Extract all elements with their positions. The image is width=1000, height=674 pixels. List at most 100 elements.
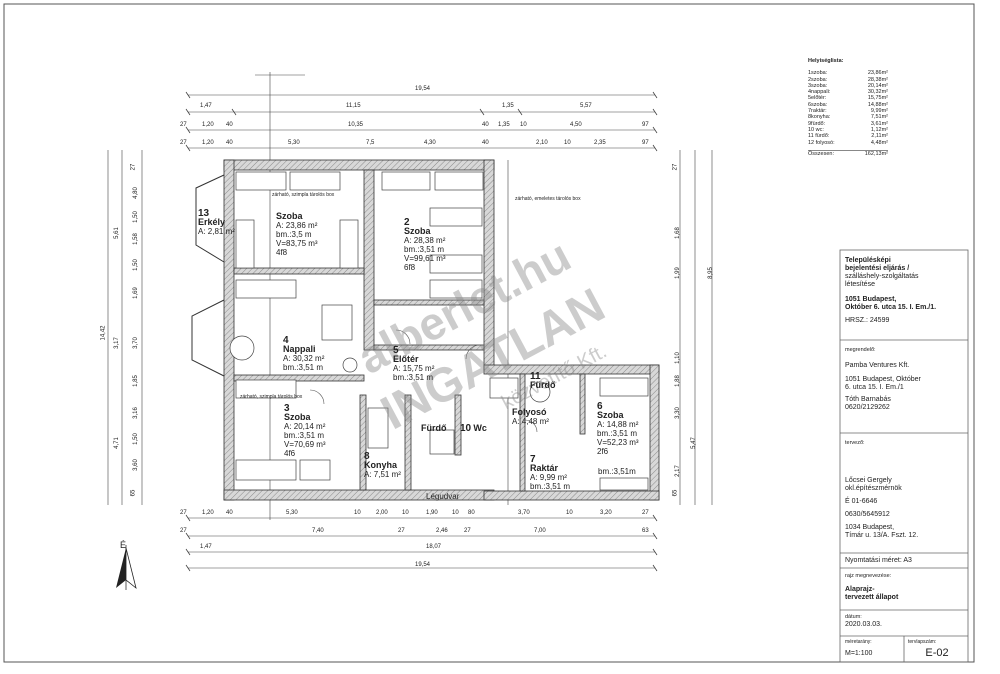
dim-text: 7,40	[312, 528, 324, 534]
dim-text: 80	[468, 510, 475, 516]
dim-text: 65	[130, 489, 137, 497]
schedule-room-area: 20,14m²	[867, 82, 888, 89]
room-6-area: A: 14,88 m²	[597, 420, 639, 429]
room-6-name: Szoba	[597, 410, 624, 420]
room-6-volume: V=52,23 m³	[597, 438, 639, 447]
title-block-date: dátum: 2020.03.03.	[845, 613, 965, 629]
client-line-5: 0620/2129262	[845, 404, 890, 411]
dim-text: 40	[482, 122, 489, 128]
schedule-row: 9fürdő:3,61m²	[808, 121, 888, 127]
dim-text: 4,50	[570, 122, 582, 128]
room-1-height: bm.:3,5 m	[276, 230, 312, 239]
dimension-ticks	[185, 91, 658, 572]
scale-value: M=1:100	[845, 650, 873, 657]
room-1-area: A: 23,86 m²	[276, 221, 318, 230]
room-7-height: bm.:3,51 m	[530, 482, 571, 491]
print-size: Nyomtatási méret: A3	[845, 557, 912, 564]
designer-line-1: Lőcsei Gergely	[845, 477, 892, 484]
room-7-area: A: 9,99 m²	[530, 473, 567, 482]
scale-label: méretarány:	[845, 639, 872, 645]
dim-text: 10	[354, 510, 361, 516]
dim-text: 63	[642, 528, 649, 534]
dim-text: 2,46	[436, 528, 448, 534]
room-5-name: Előtér	[393, 354, 419, 364]
dim-text: 5,47	[690, 437, 697, 449]
north-arrow-icon	[116, 545, 137, 590]
schedule-room-name: 3szoba:	[808, 82, 828, 89]
room-7-number: 7	[530, 454, 536, 465]
room-7-name: Raktár	[530, 463, 559, 473]
dim-left-overall: 14,42	[100, 325, 107, 341]
schedule-total-value: 162,13m²	[864, 150, 888, 157]
date-value: 2020.03.03.	[845, 621, 882, 628]
dim-text: 40	[226, 122, 233, 128]
room-2-volume: V=99,61 m³	[404, 254, 446, 263]
dim-col-right-mid: 5,47	[688, 150, 700, 505]
room-5-area: A: 15,75 m²	[393, 364, 435, 373]
room-11-name: Fürdő	[530, 380, 556, 390]
dim-row-bottom-3: 1,47 18,07	[188, 544, 655, 552]
dim-text: 1,20	[202, 140, 214, 146]
room-2-height: bm.:3,51 m	[404, 245, 445, 254]
dim-text: 4,71	[113, 437, 120, 449]
balcony-outlines	[191, 174, 225, 377]
dim-text: 1,85	[132, 375, 139, 387]
dim-text: 3,17	[113, 337, 120, 349]
dim-text: 3,20	[600, 510, 612, 516]
dim-text: 40	[482, 140, 489, 146]
project-title-2: bejelentési eljárás /	[845, 265, 910, 272]
room-4-number: 4	[283, 335, 289, 346]
room-2-beds: 6f8	[404, 263, 416, 272]
dim-text: 1,50	[132, 433, 139, 445]
dim-right-overall: 8,95	[707, 267, 714, 279]
dim-text: 10	[564, 140, 571, 146]
dim-text: 1,47	[200, 544, 212, 550]
dim-text: 2,35	[594, 140, 606, 146]
room-3-volume: V=70,69 m³	[284, 440, 326, 449]
dim-text: 27	[672, 163, 679, 171]
project-title-1: Településképi	[845, 257, 891, 264]
room-2-area: A: 28,38 m²	[404, 236, 446, 245]
room-8-name: Konyha	[364, 460, 398, 470]
client-line-4: Tóth Barnabás	[845, 396, 891, 403]
dim-text: 27	[398, 528, 405, 534]
dim-text: 4,30	[424, 140, 436, 146]
schedule-room-area: 30,32m²	[867, 89, 888, 96]
dim-text: 18,07	[426, 544, 442, 550]
schedule-row: 7raktár:9,99m²	[808, 108, 888, 114]
title-block-frame	[839, 249, 969, 663]
schedule-room-area: 3,61m²	[870, 120, 888, 127]
dim-text: 1,68	[674, 227, 681, 239]
schedule-total-row: Összesen: 162,13m²	[808, 149, 888, 157]
project-title-3: szálláshely-szolgáltatás	[845, 273, 919, 280]
dim-text: 1,50	[132, 259, 139, 271]
dim-row-top-4: 27 1,20 40 5,30 7,5 4,30 40 2,10 10 2,35…	[180, 140, 660, 148]
schedule-row: 8konyha:7,51m²	[808, 114, 888, 120]
room-5-height: bm.:3,51 m	[393, 373, 434, 382]
dim-text: 10	[566, 510, 573, 516]
room-8-number: 8	[364, 451, 370, 462]
storage-note-3: zárható, szimpla tárolós box	[240, 394, 303, 400]
room-3-name: Szoba	[284, 412, 311, 422]
room-4-name: Nappali	[283, 344, 316, 354]
room-2-name: Szoba	[404, 226, 431, 236]
schedule-row: 10 wc:1,12m²	[808, 127, 888, 133]
project-address-2: Október 6. utca 15. I. Em./1.	[845, 304, 937, 311]
client-line-3: 6. utca 15. I. Em./1	[845, 384, 904, 391]
schedule-room-area: 23,86m²	[867, 70, 888, 77]
dim-text: 5,30	[288, 140, 300, 146]
dim-text: 11,15	[346, 103, 361, 109]
room-12-name: Folyosó	[512, 407, 547, 417]
schedule-room-area: 15,75m²	[867, 95, 888, 102]
dim-row-top-2: 1,47 11,15 1,35 5,57	[188, 103, 655, 111]
schedule-room-name: 7raktár:	[808, 108, 827, 115]
dim-text: 1,20	[202, 510, 214, 516]
drawing-name-2: tervezett állapot	[845, 594, 899, 601]
dim-text: 3,30	[674, 407, 681, 419]
furniture	[229, 171, 649, 491]
dim-text: 10	[452, 510, 459, 516]
schedule-title: Helyiséglista:	[808, 58, 844, 64]
room-3-area: A: 20,14 m²	[284, 422, 326, 431]
